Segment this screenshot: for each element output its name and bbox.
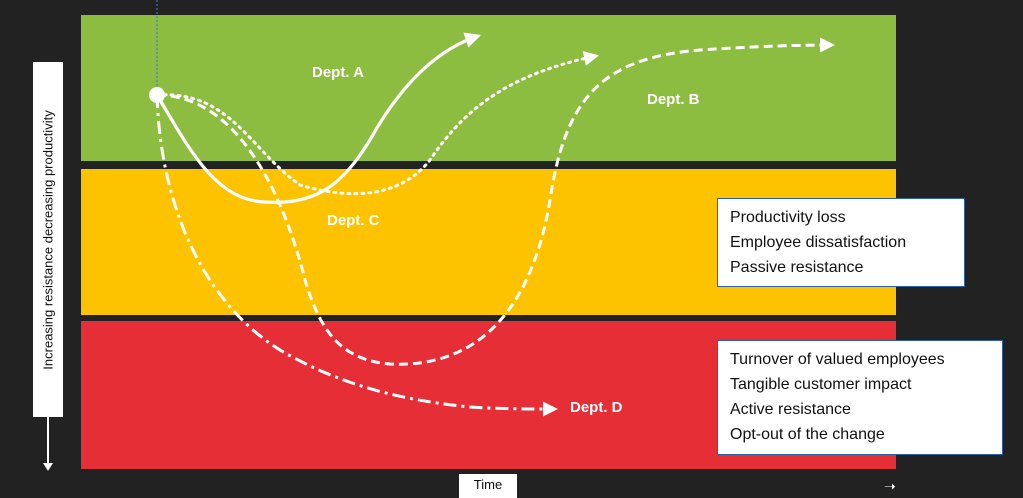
info-item: Turnover of valued employees [730,351,945,368]
dept-d-label: Dept. D [570,399,623,416]
info-item: Opt-out of the change [730,426,885,443]
info-item: Active resistance [730,401,851,418]
info-item: Tangible customer impact [730,376,912,393]
red-zone-info-box: Turnover of valued employees Tangible cu… [717,340,1003,455]
y-axis-label-box [33,62,63,417]
info-item: Employee dissatisfaction [730,234,907,251]
dept-a-label: Dept. A [312,64,364,81]
x-axis-arrowhead-icon: ➝ [884,478,896,494]
info-item: Passive resistance [730,259,864,276]
dept-d-curve [155,94,558,417]
green-zone [81,15,896,161]
dept-b-label: Dept. B [647,91,700,108]
dept-c-curve [155,51,599,196]
dept-c-label: Dept. C [327,212,380,229]
dept-a-curve [155,32,482,204]
y-axis-arrow [47,417,49,467]
dept-b-curve [156,37,835,366]
y-axis-arrowhead [43,463,53,471]
yellow-zone-info-box: Productivity loss Employee dissatisfacti… [717,198,965,287]
change-curves [149,0,835,417]
start-point [149,87,165,103]
info-item: Productivity loss [730,209,846,226]
